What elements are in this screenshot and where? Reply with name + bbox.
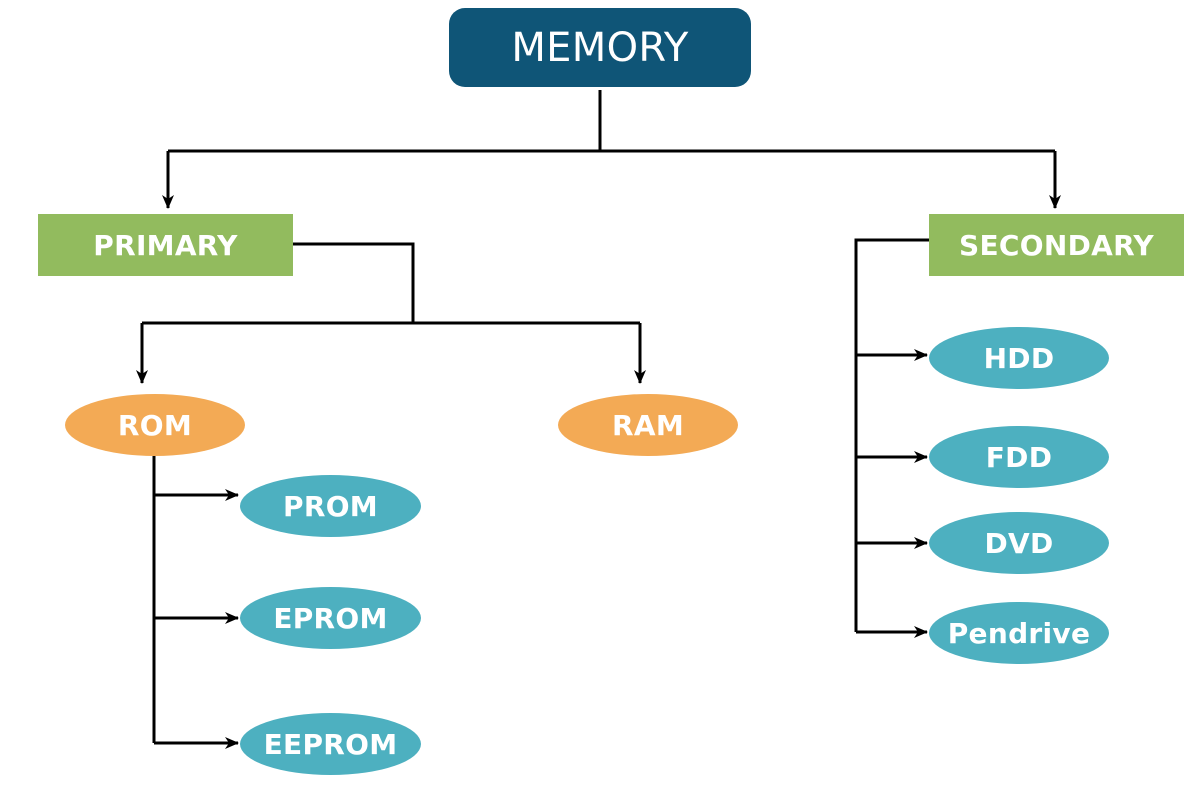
prom-node: PROM — [240, 475, 421, 537]
secondary-node: SECONDARY — [929, 214, 1184, 276]
primary-node: PRIMARY — [38, 214, 293, 276]
memory-node: MEMORY — [449, 8, 751, 87]
hdd-node: HDD — [929, 327, 1109, 389]
eeprom-node: EEPROM — [240, 713, 421, 775]
dvd-node: DVD — [929, 512, 1109, 574]
eprom-node: EPROM — [240, 587, 421, 649]
ram-node: RAM — [558, 394, 738, 456]
pendrive-node: Pendrive — [929, 602, 1109, 664]
connector-primary-trunk — [293, 242, 415, 323]
connector-secondary-trunk — [854, 238, 929, 632]
rom-node: ROM — [65, 394, 245, 456]
fdd-node: FDD — [929, 426, 1109, 488]
